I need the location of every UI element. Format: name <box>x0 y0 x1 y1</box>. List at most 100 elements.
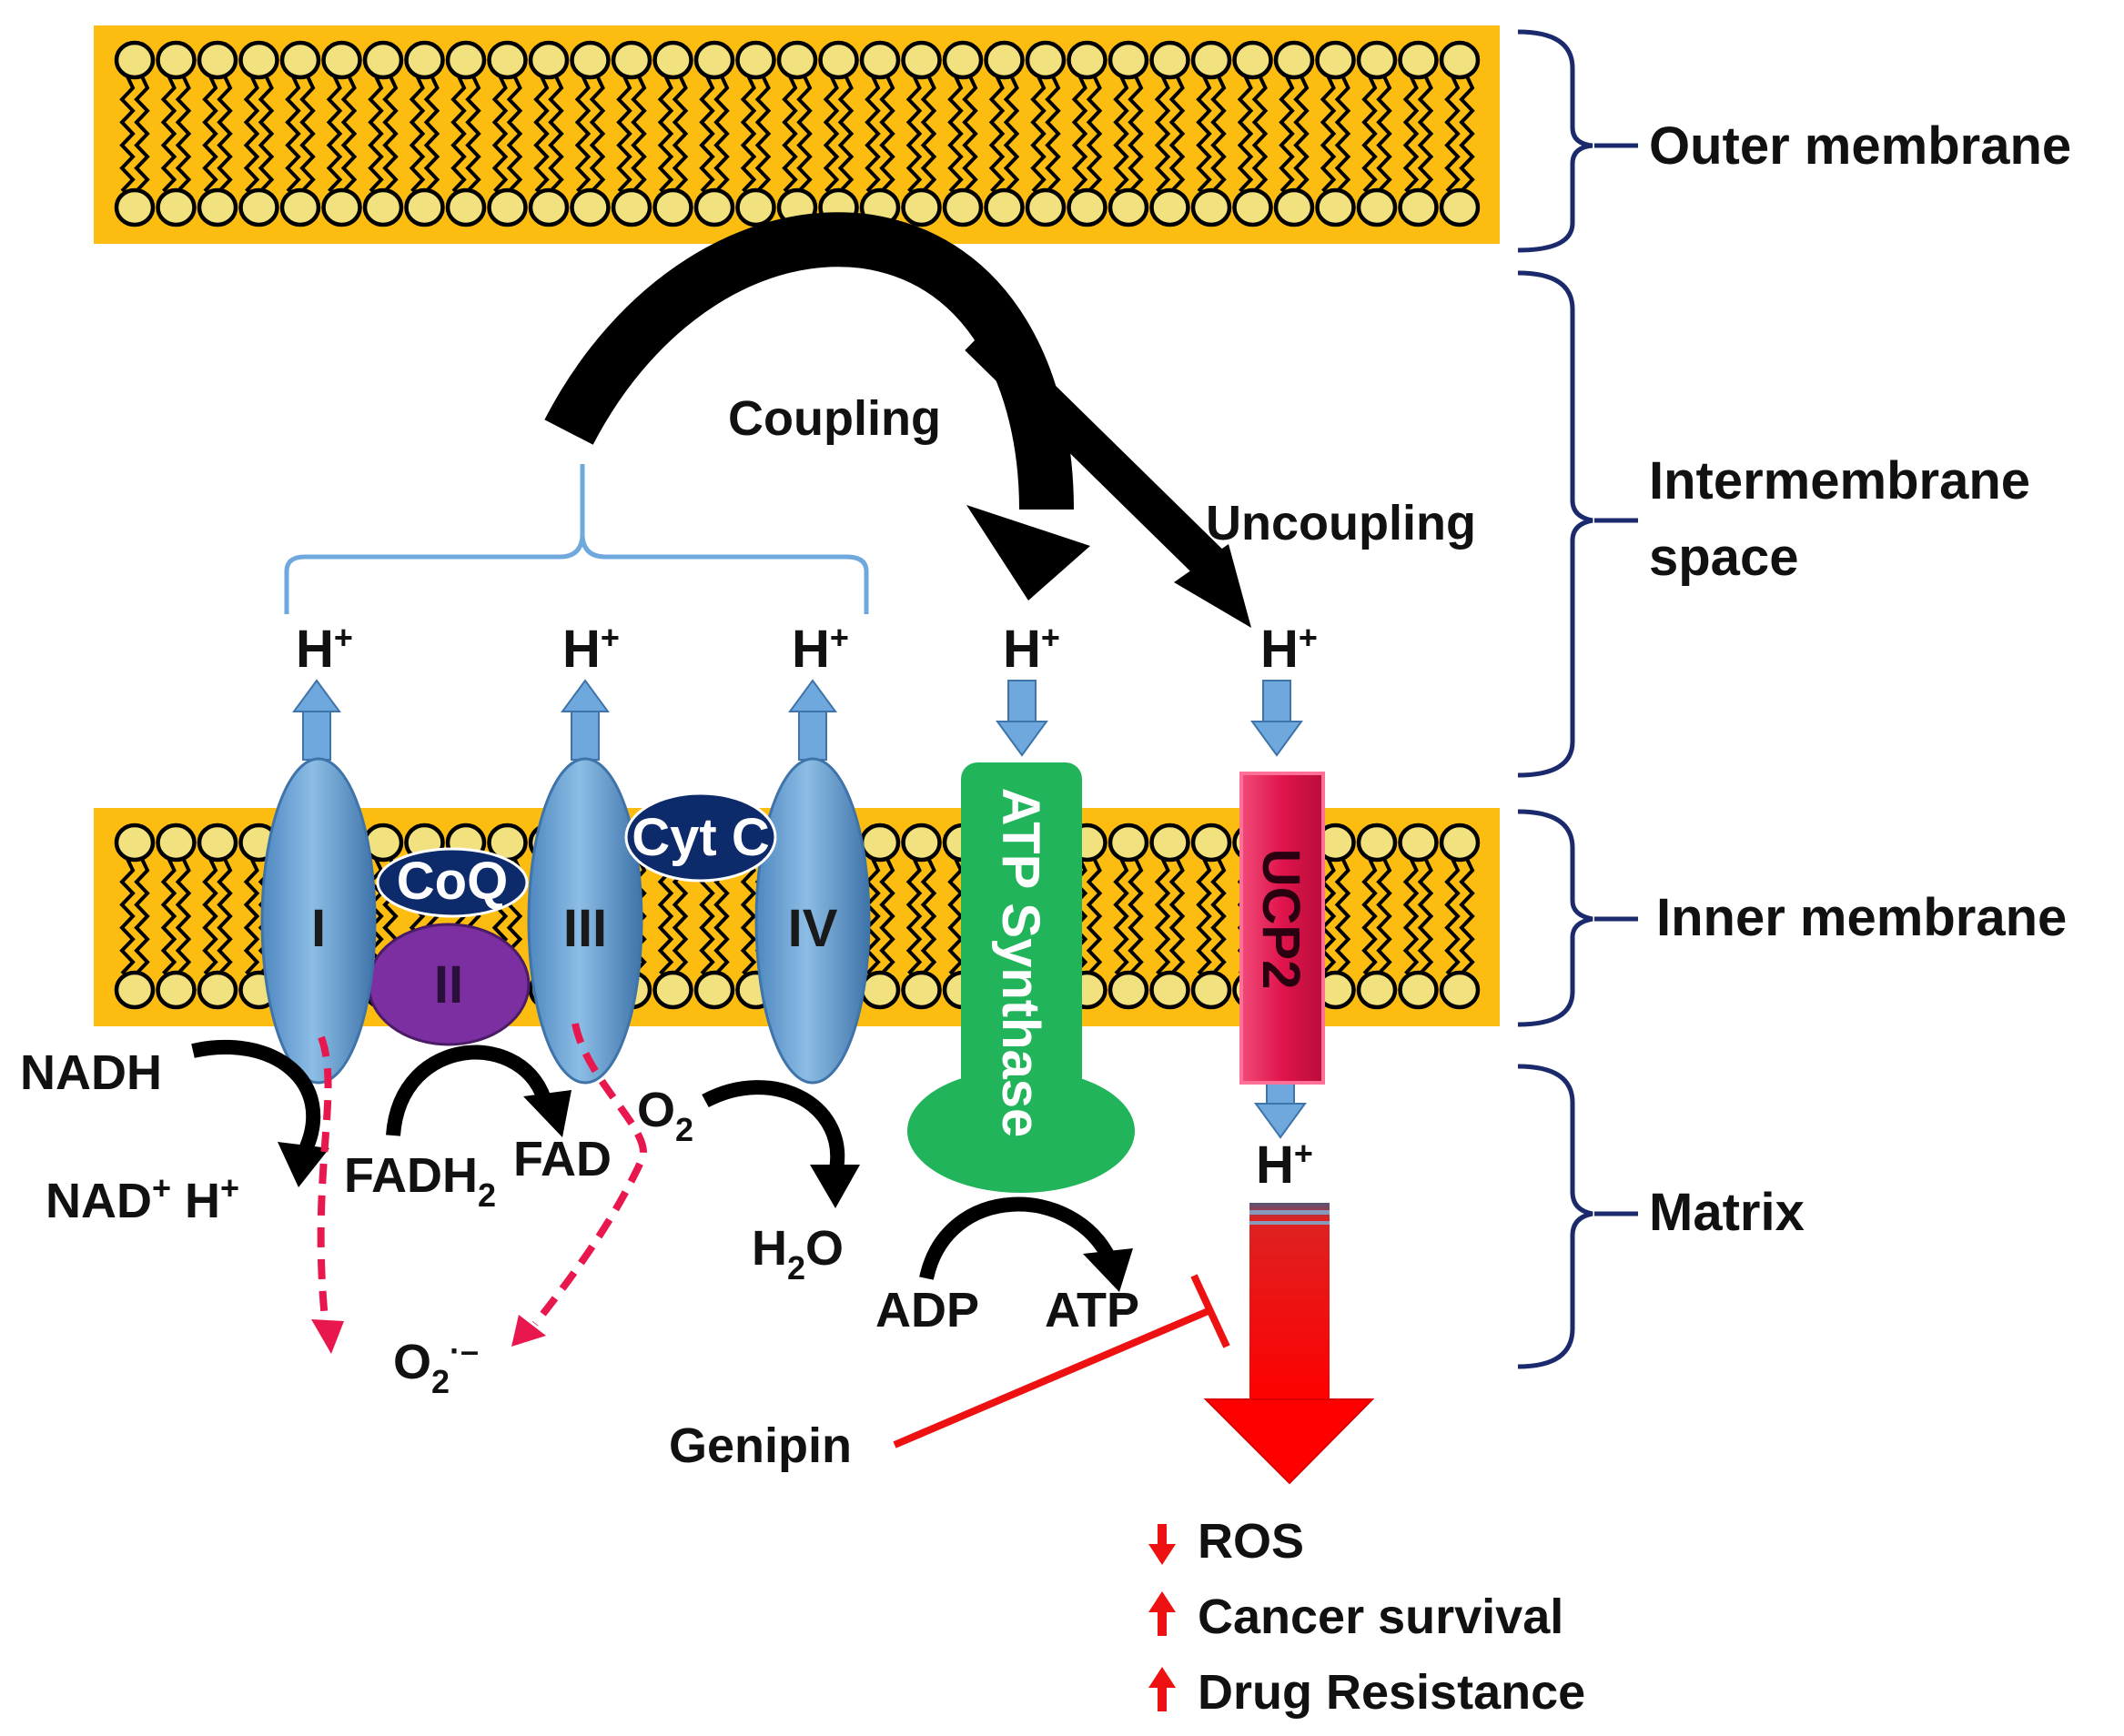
intermembrane-bracket <box>1517 270 1593 778</box>
lipid-tail <box>285 76 301 193</box>
lipid-head <box>611 187 652 227</box>
electron-transport-chain <box>260 757 871 1085</box>
coupling-arrowhead <box>966 505 1090 601</box>
lipid-tail <box>382 76 399 193</box>
lipid-tail <box>506 76 523 193</box>
lipid-tail <box>326 76 343 193</box>
lipid-tail <box>1279 76 1295 193</box>
lipid-tail <box>657 76 674 193</box>
lipid-head <box>1356 970 1398 1010</box>
lipid-head <box>901 823 942 863</box>
intermembrane-label-line1: Intermembrane <box>1649 451 2030 510</box>
lipid-tail <box>1459 76 1475 193</box>
lipid-tail <box>119 858 136 975</box>
lipid-head <box>279 187 321 227</box>
proton-label-atp-synthase: H+ <box>1003 619 1060 679</box>
lipid-tail <box>160 858 177 975</box>
ucp2-effect-arrow <box>1203 1203 1375 1485</box>
lipid-head <box>1108 187 1149 227</box>
lipid-tail <box>740 76 757 193</box>
lipid-head <box>362 187 404 227</box>
lipid-tail <box>1376 76 1392 193</box>
lipid-head <box>984 40 1025 80</box>
lipid-head <box>1273 40 1315 80</box>
lipid-head <box>114 823 156 863</box>
lipid-head <box>1190 40 1232 80</box>
lipid-head <box>1025 187 1067 227</box>
proton-down-arrow-matrix <box>1254 1103 1307 1139</box>
lipid-tail <box>1402 76 1420 193</box>
lipid-head <box>1190 187 1232 227</box>
lipid-tail <box>491 76 509 193</box>
uncoupling-shaft <box>965 323 1224 578</box>
lipid-tail <box>1444 858 1461 975</box>
red-arrow-shaft <box>1249 1203 1330 1401</box>
proton-down-arrow-atp-synthase <box>996 721 1048 757</box>
complex-ii-label: II <box>434 955 463 1014</box>
lipid-tail <box>865 76 881 193</box>
uncoupling-arrowhead <box>1174 544 1251 628</box>
ros-leak-arrows <box>317 1023 647 1329</box>
complex-proton-bracket <box>284 536 869 614</box>
lipid-head <box>114 970 156 1010</box>
proton-labels-top: H+ H+ H+ H+ H+ <box>296 619 1318 679</box>
lipid-tail <box>1320 858 1337 975</box>
proton-up-arrow-c1 <box>292 679 341 712</box>
lipid-head <box>197 40 238 80</box>
lipid-tail <box>1128 76 1144 193</box>
outcome-label: Cancer survival <box>1198 1590 1563 1644</box>
ucp2-channel <box>1239 772 1325 1085</box>
lipid-tail <box>1168 858 1186 975</box>
lipid-tail <box>548 76 564 193</box>
lipid-head <box>570 40 611 80</box>
lipid-tail <box>1361 858 1378 975</box>
red-arrow-head <box>1203 1398 1375 1485</box>
lipid-head <box>652 40 693 80</box>
complex-i-label: I <box>311 899 326 958</box>
lipid-tail <box>574 76 592 193</box>
lipid-tail <box>837 76 855 193</box>
down-arrow-icon <box>1148 1544 1176 1565</box>
lipid-head <box>984 187 1025 227</box>
lipid-tail <box>782 76 798 193</box>
nadh-arrowhead <box>278 1142 329 1187</box>
lipid-head <box>818 40 859 80</box>
lipid-tail <box>1210 76 1227 193</box>
coq-label: CoQ <box>397 852 508 911</box>
lipid-head <box>693 970 735 1010</box>
lipid-tail <box>1086 858 1103 975</box>
lipid-tail <box>258 76 275 193</box>
ros-arrowheads <box>311 1315 546 1354</box>
lipid-head <box>1439 823 1481 863</box>
uncoupling-label: Uncoupling <box>1206 496 1476 550</box>
lipid-tail <box>423 76 440 193</box>
matrix-label: Matrix <box>1649 1183 1805 1242</box>
cyt-c-label: Cyt C <box>632 808 769 867</box>
lipid-tail <box>920 858 937 975</box>
nad-label: NAD+ H+ <box>46 1169 239 1228</box>
lipid-tail <box>823 76 840 193</box>
genipin-label: Genipin <box>669 1418 852 1473</box>
o2-arrowhead <box>810 1165 860 1208</box>
genipin-inhibition <box>893 1274 1230 1448</box>
lipid-head <box>321 187 362 227</box>
ros-arrowhead-c3 <box>511 1315 546 1347</box>
lipid-tail <box>1168 76 1186 193</box>
lipid-head <box>156 823 197 863</box>
lipid-tail <box>1045 76 1061 193</box>
lipid-tail <box>465 76 481 193</box>
lipid-head <box>1067 187 1108 227</box>
lipid-tail <box>202 76 218 193</box>
atp-synthase-label: ATP Synthase <box>991 788 1050 1138</box>
o2-label: O2 <box>637 1083 693 1148</box>
lipid-tail <box>988 76 1006 193</box>
lipid-tail <box>243 76 260 193</box>
ros-dash-c1 <box>317 1035 332 1329</box>
lipid-tail <box>1237 76 1254 193</box>
lipid-head <box>1315 40 1356 80</box>
lipid-tail <box>1154 76 1171 193</box>
lipid-head <box>1108 40 1149 80</box>
lipid-head <box>114 40 156 80</box>
fadh2-label: FADH2 <box>344 1148 496 1214</box>
lipid-head <box>1398 187 1439 227</box>
